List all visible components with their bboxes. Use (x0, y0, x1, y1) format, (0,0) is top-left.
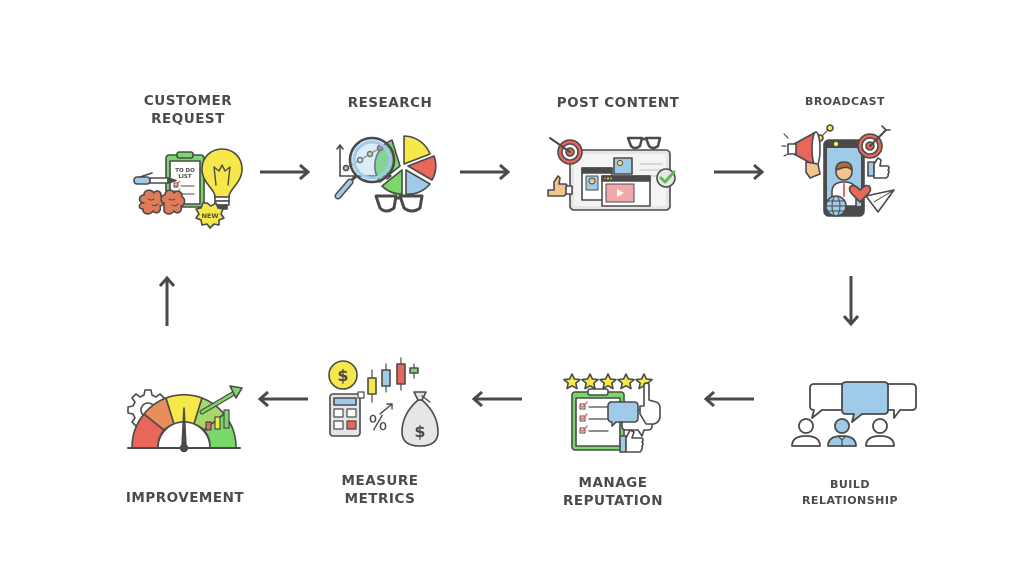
step-label-customer-request: CUSTOMER REQUEST (128, 92, 248, 128)
candlestick-chart-icon (367, 357, 419, 403)
magnifier-icon (334, 136, 396, 200)
megaphone-phone-icon (781, 124, 900, 220)
finance-metrics-icon: $ % (326, 357, 442, 450)
list-text: LIST (178, 174, 192, 180)
magnifier-chart-icon (332, 128, 450, 218)
bag-dollar-text: $ (414, 422, 425, 441)
five-star-rating-icon (563, 373, 653, 390)
thumbs-up-icon (619, 429, 644, 453)
label-line: MANAGE (578, 475, 648, 491)
person-left-icon (791, 418, 821, 447)
pointing-hand-icon (639, 382, 661, 425)
video-window-icon (601, 175, 651, 207)
arrow-right-3 (712, 163, 766, 181)
arrow-left-3 (256, 390, 310, 408)
rating-checklist-icon (562, 372, 672, 458)
arrow-up-icon (158, 275, 176, 326)
arrow-left-icon (257, 390, 308, 408)
money-bag-icon: $ (401, 391, 439, 447)
speech-bubble-center (841, 381, 889, 423)
new-badge-icon: NEW (195, 202, 225, 229)
arrow-right-icon (260, 163, 311, 181)
coin-dollar-text: $ (337, 366, 348, 385)
arrow-right-icon (460, 163, 511, 181)
person-center-icon (827, 418, 857, 447)
idea-todo-list-icon: TO DO LIST (130, 145, 245, 230)
brain-icon (138, 189, 186, 215)
arrow-left-icon (471, 390, 522, 408)
percent-growth-icon: % (368, 403, 393, 435)
globe-icon (825, 195, 847, 217)
heart-icon (848, 184, 872, 203)
arrow-left-1 (702, 390, 756, 408)
arrow-left-icon (703, 390, 754, 408)
arrow-down (842, 274, 860, 328)
todo-text: TO DO (175, 168, 195, 174)
label-line: REPUTATION (562, 493, 664, 509)
step-label-improvement: IMPROVEMENT (115, 489, 255, 507)
lightbulb-icon (201, 148, 243, 210)
growth-arrow-icon (199, 385, 243, 415)
arrow-up (158, 274, 176, 328)
megaphone-icon (781, 131, 821, 179)
arrow-right-1 (258, 163, 312, 181)
label-line: BROADCAST (804, 95, 886, 108)
glasses-icon (374, 194, 424, 213)
thumbs-up-icon (867, 157, 890, 179)
label-line: CUSTOMER (143, 93, 233, 109)
speech-bubble-left (809, 383, 847, 419)
checkmark-icon (656, 168, 676, 188)
label-line: BUILD (829, 478, 871, 491)
step-label-post-content: POST CONTENT (548, 94, 688, 112)
glasses-icon (626, 136, 662, 150)
step-label-build-relationship: BUILD RELATIONSHIP (785, 477, 915, 509)
label-line: MEASURE (341, 473, 419, 489)
label-line: METRICS (344, 491, 416, 507)
people-chat-icon (790, 380, 922, 450)
arrow-down-icon (842, 276, 860, 327)
arrow-left-2 (470, 390, 524, 408)
step-label-measure-metrics: MEASURE METRICS (320, 472, 440, 508)
step-label-broadcast: BROADCAST (785, 94, 905, 110)
target-icon (857, 125, 891, 159)
calculator-icon (329, 391, 365, 437)
gauge-growth-icon (126, 384, 246, 456)
person-right-icon (865, 418, 895, 447)
label-line: RELATIONSHIP (801, 494, 899, 507)
step-label-manage-reputation: MANAGE REPUTATION (548, 474, 678, 510)
step-label-research: RESEARCH (330, 94, 450, 112)
new-text: NEW (201, 212, 218, 220)
label-line: IMPROVEMENT (125, 490, 245, 506)
label-line: REQUEST (151, 111, 225, 127)
label-line: RESEARCH (347, 95, 433, 111)
growth-bars-icon (205, 409, 230, 431)
dollar-coin-icon: $ (328, 360, 358, 390)
label-line: POST CONTENT (556, 95, 680, 111)
gauge-meter-icon (127, 394, 241, 453)
arrow-right-2 (458, 163, 512, 181)
arrow-right-icon (714, 163, 765, 181)
web-content-icon (544, 134, 680, 214)
thumbs-up-icon (547, 175, 573, 197)
percent-text: % (368, 411, 387, 435)
pen-icon (133, 172, 177, 185)
target-icon (549, 137, 583, 165)
paper-plane-icon (865, 189, 895, 213)
